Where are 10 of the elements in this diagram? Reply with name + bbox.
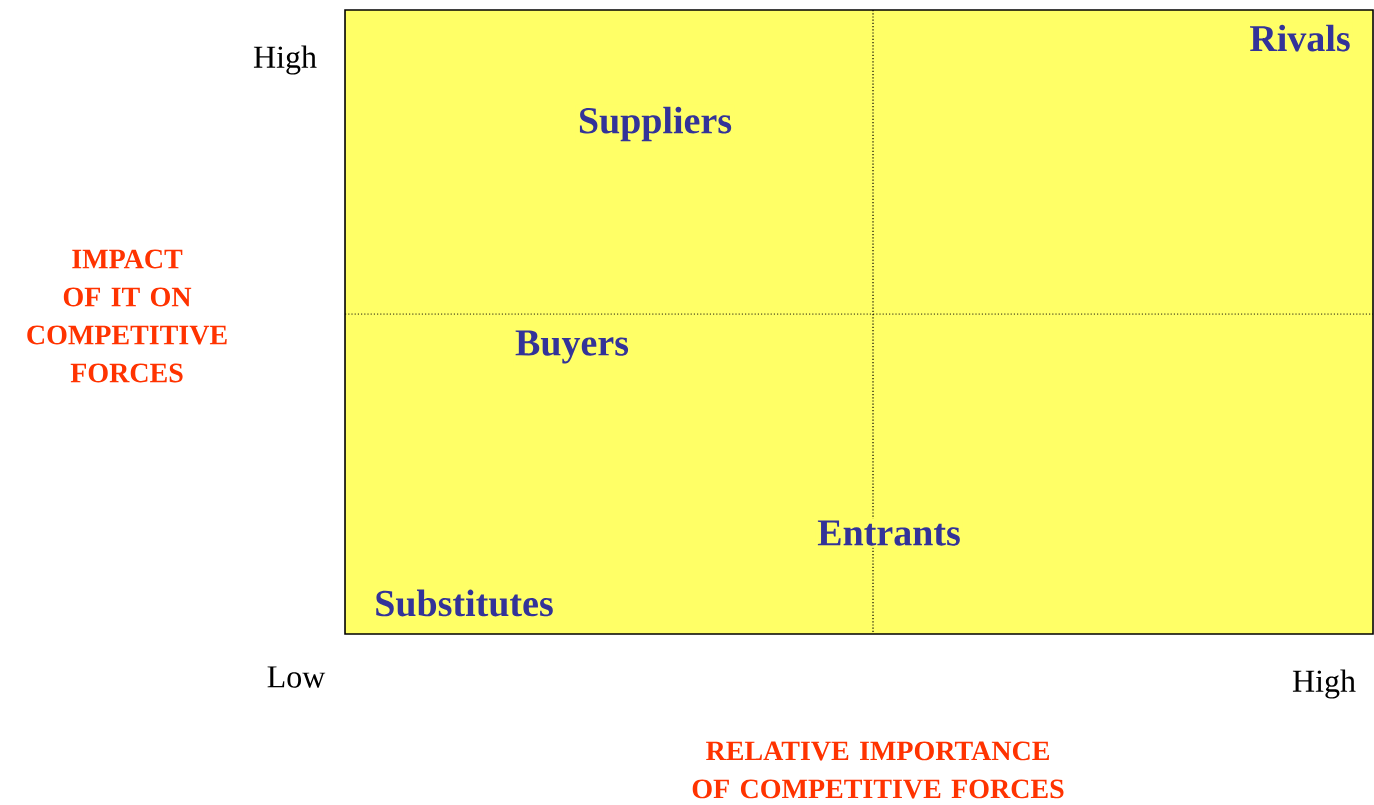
force-label: Buyers [513,328,631,366]
axis-title: RELATIVE IMPORTANCE OF COMPETITIVE FORCES [692,741,1064,799]
force-label: Rivals [1247,22,1353,54]
axis-end-label: Low [267,666,326,688]
force-label: Substitutes [372,587,556,619]
axis-end-label: High [1292,669,1356,699]
axis-end-label: High [253,45,317,75]
force-label: Entrants [815,518,963,548]
axis-title: IMPACT OF IT ON COMPETITIVE FORCES [27,249,227,383]
force-label: Suppliers [575,104,735,144]
